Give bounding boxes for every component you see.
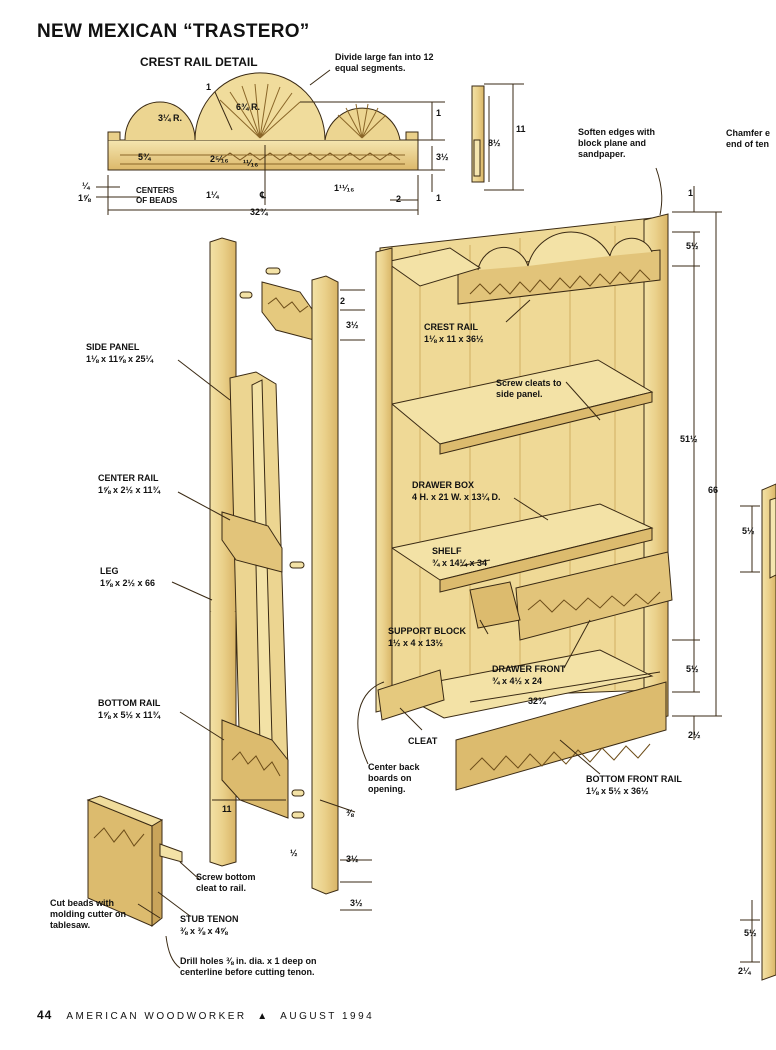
cut-beads-note: Cut beads with molding cutter on tablesa… xyxy=(50,898,126,930)
center-rail-name: CENTER RAIL xyxy=(98,473,159,483)
dim-114: 1¼ xyxy=(206,190,219,200)
dim-312-b: 3½ xyxy=(350,898,363,908)
dim-158: 1⅝ xyxy=(78,193,91,203)
issue-date: AUGUST 1994 xyxy=(280,1011,375,1022)
center-back-note: Center back boards on opening. xyxy=(368,762,420,794)
dim-212: 2½ xyxy=(688,730,701,740)
screw-cleats-note: Screw cleats to side panel. xyxy=(496,378,562,399)
crest-rail-name: CREST RAIL xyxy=(424,322,478,332)
shelf-name: SHELF xyxy=(432,546,462,556)
support-block-dims: 1½ x 4 x 13½ xyxy=(388,638,444,648)
page-footer: 44 AMERICAN WOODWORKER ▲ AUGUST 1994 xyxy=(37,1008,374,1022)
dim-crest-bottom-1: 1 xyxy=(436,193,442,203)
screw-bottom-note: Screw bottom cleat to rail. xyxy=(196,872,256,893)
dim-crest-312: 3½ xyxy=(436,152,449,162)
page-title: NEW MEXICAN “TRASTERO” xyxy=(37,21,310,42)
centerline-mark: ℄ xyxy=(260,190,266,200)
drawer-front-dims: ¾ x 4½ x 24 xyxy=(492,676,543,686)
leg-name: LEG xyxy=(100,566,119,576)
side-panel-name: SIDE PANEL xyxy=(86,342,140,352)
dim-534: 5¾ xyxy=(138,152,151,162)
dim-3234: 32¾ xyxy=(250,207,268,217)
bottom-front-rail-dims: 1⅛ x 5½ x 36½ xyxy=(586,786,649,796)
drill-note: Drill holes ⅜ in. dia. x 1 deep on cente… xyxy=(180,956,317,977)
footer-separator: ▲ xyxy=(257,1011,270,1022)
dim-bottom-11: 11 xyxy=(222,804,232,814)
chamfer-note: Chamfer e end of ten xyxy=(726,128,771,149)
drawer-front-name: DRAWER FRONT xyxy=(492,664,566,674)
side-panel-dims: 1⅛ x 11⅝ x 25¼ xyxy=(86,354,154,364)
dim-crest-11: 11 xyxy=(516,124,526,134)
leg-dims: 1⅝ x 2½ x 66 xyxy=(100,578,156,588)
dim-mid-3234: 32¾ xyxy=(528,696,546,706)
dim-right-512-bottom: 5½ xyxy=(744,928,757,938)
publication-name: AMERICAN WOODWORKER xyxy=(66,1011,247,1022)
support-block-name: SUPPORT BLOCK xyxy=(388,626,467,636)
dim-crest-top-1: 1 xyxy=(436,108,442,118)
centers-of-beads-label: CENTERS OF BEADS xyxy=(136,186,178,205)
bottom-rail-name: BOTTOM RAIL xyxy=(98,698,161,708)
dim-right-214: 2¼ xyxy=(738,966,751,976)
cleat-name: CLEAT xyxy=(408,736,438,746)
crest-rail-dims: 1⅛ x 11 x 36½ xyxy=(424,334,484,344)
dim-5112: 51½ xyxy=(680,434,698,444)
dim-crest-1: 1 xyxy=(206,82,212,92)
dim-312-a: 3½ xyxy=(346,854,359,864)
right-edge-partial-drawing xyxy=(740,483,776,981)
stub-tenon-name: STUB TENON xyxy=(180,914,239,924)
crest-detail-title: CREST RAIL DETAIL xyxy=(140,55,258,69)
dim-right-512-top: 5½ xyxy=(742,526,755,536)
dim-38: ⅜ xyxy=(346,808,354,818)
stub-tenon-detail-drawing xyxy=(86,795,201,969)
dim-rail-2: 2 xyxy=(340,296,346,306)
dim-top-1: 1 xyxy=(688,188,694,198)
dim-1116: ¹¹⁄₁₆ xyxy=(243,158,259,168)
dim-11116: 1¹¹⁄₁₆ xyxy=(334,183,355,193)
drawer-box-dims: 4 H. x 21 W. x 13¼ D. xyxy=(412,492,501,502)
dim-radius-314: 3¼ R. xyxy=(158,113,183,123)
drawer-box-name: DRAWER BOX xyxy=(412,480,475,490)
dim-2516: 2⁵⁄₁₆ xyxy=(210,154,229,164)
crest-rail-side-profile xyxy=(471,83,524,191)
bottom-front-rail-name: BOTTOM FRONT RAIL xyxy=(586,774,682,784)
shelf-dims: ¾ x 14¼ x 34 xyxy=(432,558,488,568)
dim-12: ½ xyxy=(290,848,298,858)
dim-crest-812: 8½ xyxy=(488,138,501,148)
dim-crest-2: 2 xyxy=(396,194,402,204)
dim-66: 66 xyxy=(708,485,719,495)
bottom-rail-dims: 1⅝ x 5½ x 11¾ xyxy=(98,710,161,720)
crest-rail-detail-drawing xyxy=(96,69,445,215)
cabinet-drawing xyxy=(357,167,722,791)
side-assembly-drawing xyxy=(171,237,372,911)
dim-bottom-512: 5½ xyxy=(686,664,699,674)
fan-note: Divide large fan into 12 equal segments. xyxy=(335,52,434,73)
dim-top-512: 5½ xyxy=(686,241,699,251)
center-rail-dims: 1⅝ x 2½ x 11¾ xyxy=(98,485,161,495)
dim-rail-312: 3½ xyxy=(346,320,359,330)
soften-note: Soften edges with block plane and sandpa… xyxy=(578,127,656,159)
stub-tenon-dims: ⅜ x ⅜ x 4⅝ xyxy=(180,926,228,936)
dim-radius-634: 6¾ R. xyxy=(236,102,261,112)
page-number: 44 xyxy=(37,1008,53,1022)
dim-14: ¼ xyxy=(82,181,90,191)
